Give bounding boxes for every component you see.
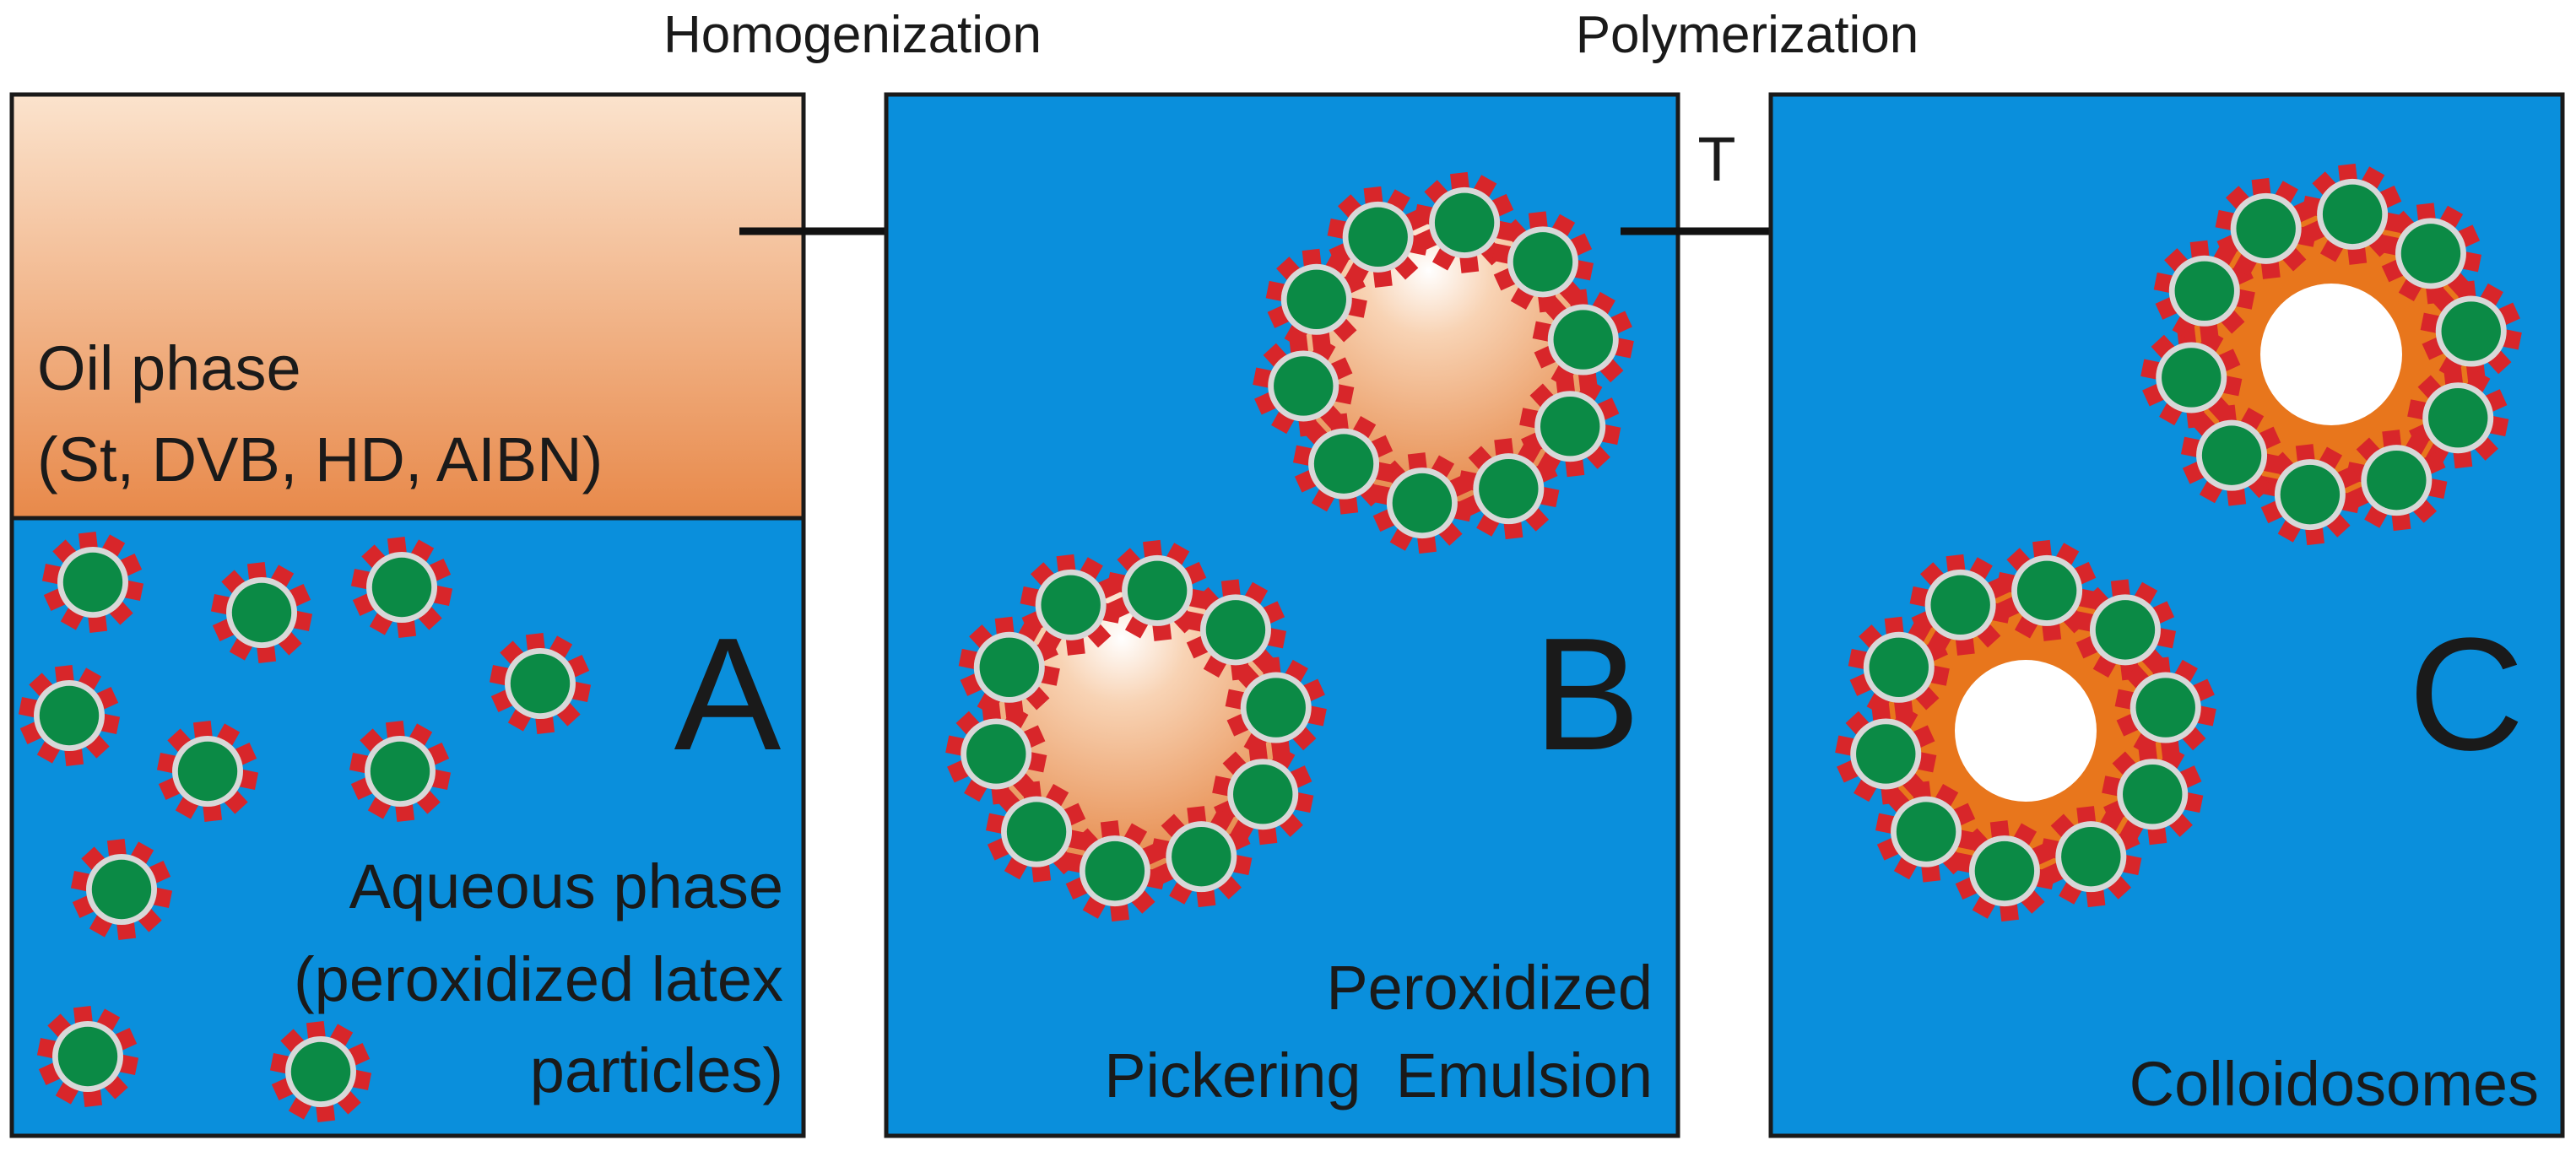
latex-particle bbox=[18, 665, 121, 766]
latex-particle bbox=[1265, 248, 1367, 350]
latex-particle bbox=[2153, 240, 2255, 342]
panel-letter-a: A bbox=[674, 605, 782, 784]
latex-particle bbox=[1063, 820, 1166, 922]
latex-particle bbox=[2102, 743, 2204, 846]
colloidosome bbox=[2140, 163, 2522, 546]
latex-particle bbox=[2140, 327, 2243, 429]
latex-particle bbox=[1996, 539, 2098, 641]
pickering-emulsion-label: Pickering Emulsion bbox=[1104, 1040, 1653, 1110]
latex-particle bbox=[489, 633, 592, 734]
polymerization-label: Polymerization bbox=[1576, 6, 1919, 64]
latex-particle bbox=[945, 703, 1047, 805]
oil-phase-components: (St, DVB, HD, AIBN) bbox=[37, 424, 603, 494]
latex-particle bbox=[2040, 806, 2142, 908]
latex-particle bbox=[349, 721, 452, 822]
latex-particle bbox=[958, 616, 1060, 718]
colloidosomes-label: Colloidosomes bbox=[2130, 1049, 2539, 1119]
panel-b: B Peroxidized Pickering Emulsion bbox=[884, 92, 1680, 1138]
oil-phase-layer bbox=[9, 92, 806, 521]
latex-particle bbox=[1184, 579, 1287, 681]
latex-particle bbox=[2407, 367, 2509, 469]
latex-particle bbox=[1519, 376, 1621, 478]
panel-a: Oil phase (St, DVB, HD, AIBN) A Aqueous … bbox=[9, 92, 806, 1138]
panel-c: C Colloidosomes bbox=[1768, 92, 2565, 1138]
latex-particle bbox=[1327, 186, 1429, 288]
peroxidized-label: Peroxidized bbox=[1326, 953, 1653, 1023]
latex-particle bbox=[350, 537, 453, 638]
latex-particle bbox=[156, 721, 259, 822]
panel-letter-c: C bbox=[2408, 605, 2524, 784]
latex-particle bbox=[1212, 743, 1314, 846]
latex-particle bbox=[2420, 280, 2522, 382]
latex-particle bbox=[1848, 616, 1950, 718]
latex-particle bbox=[36, 1006, 139, 1107]
colloidosome-group bbox=[1835, 163, 2522, 922]
homogenization-label: Homogenization bbox=[663, 6, 1042, 64]
latex-particle bbox=[1491, 211, 1594, 313]
latex-particle bbox=[1532, 289, 1634, 391]
oil-phase-label: Oil phase bbox=[37, 333, 301, 403]
latex-particle bbox=[210, 562, 313, 663]
latex-particle bbox=[1371, 452, 1473, 554]
aqueous-phase-label: Aqueous phase bbox=[349, 851, 783, 921]
emulsion-droplet-group bbox=[945, 171, 1634, 922]
latex-particle bbox=[1225, 657, 1327, 759]
latex-particle bbox=[1292, 413, 1395, 515]
pickering-droplet bbox=[1253, 171, 1634, 554]
latex-particle bbox=[1020, 554, 1122, 656]
latex-particle bbox=[41, 532, 144, 633]
temperature-label: T bbox=[1697, 124, 1735, 194]
latex-particle bbox=[2215, 177, 2317, 279]
latex-particle-group bbox=[18, 532, 592, 1122]
pickering-droplet bbox=[945, 539, 1327, 922]
latex-particle bbox=[70, 839, 173, 940]
latex-particle bbox=[1909, 554, 2011, 656]
aqueous-phase-detail-2: particles) bbox=[530, 1035, 783, 1105]
latex-particle bbox=[2379, 203, 2482, 305]
panel-letter-b: B bbox=[1534, 605, 1641, 784]
latex-particle bbox=[1835, 703, 1937, 805]
latex-particle bbox=[269, 1021, 372, 1122]
colloidosome bbox=[1835, 539, 2216, 922]
aqueous-phase-detail-1: (peroxidized latex bbox=[294, 944, 783, 1014]
latex-particle bbox=[1253, 335, 1355, 437]
